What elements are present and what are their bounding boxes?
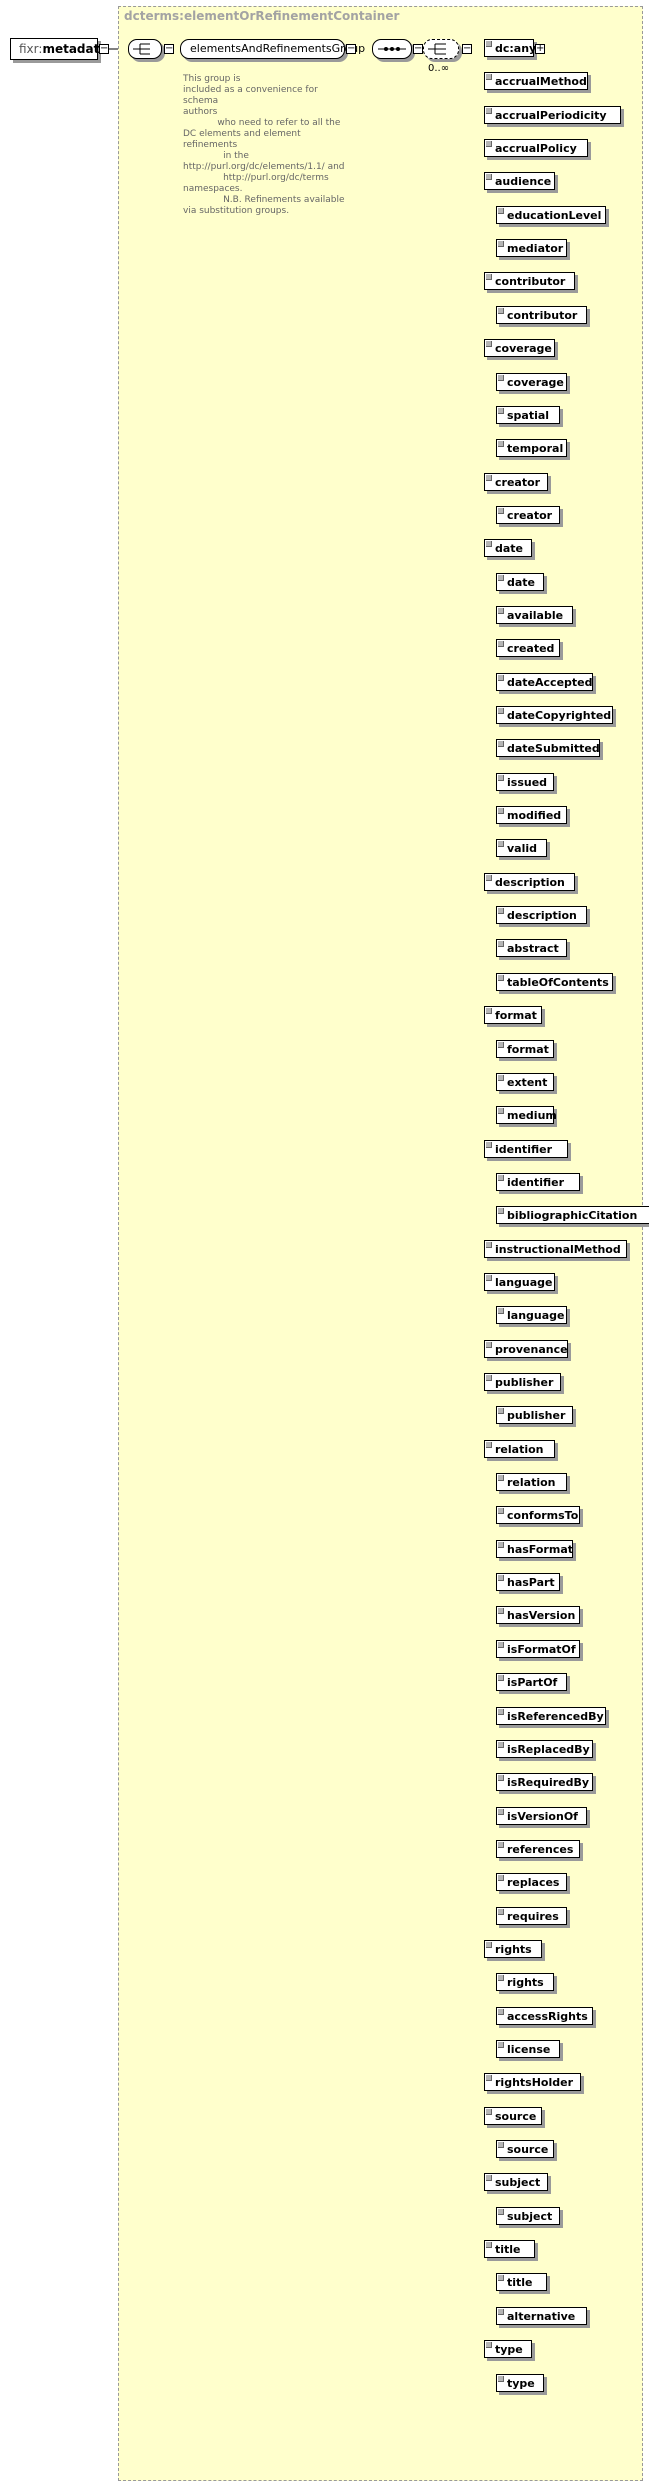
root-element-prefix: fixr: — [19, 42, 43, 56]
element-description[interactable]: description — [484, 872, 575, 891]
elements-and-refinements-group[interactable]: elementsAndRefinementsGroup — [180, 39, 365, 59]
member-replaces[interactable]: replaces — [496, 1873, 567, 1892]
member-license[interactable]: license — [496, 2040, 560, 2058]
member-valid[interactable]: valid — [496, 839, 547, 858]
group-expand-icon[interactable]: − — [346, 43, 356, 54]
member-available[interactable]: available — [496, 605, 573, 624]
member-is-replaced-by[interactable]: isReplacedBy — [496, 1739, 593, 1758]
root-element[interactable]: fixr:metadata — [10, 38, 107, 60]
element-accrual-policy[interactable]: accrualPolicy — [484, 139, 588, 158]
choice-expand-icon[interactable]: − — [462, 43, 472, 54]
member-description[interactable]: description — [496, 906, 587, 925]
member-identifier[interactable]: identifier — [496, 1172, 580, 1191]
element-instructional-method[interactable]: instructionalMethod — [484, 1239, 627, 1258]
member-spatial[interactable]: spatial — [496, 405, 560, 424]
member-requires[interactable]: requires — [496, 1906, 567, 1925]
element-subject[interactable]: subject — [484, 2173, 548, 2192]
member-date-accepted[interactable]: dateAccepted — [496, 672, 593, 691]
member-publisher[interactable]: publisher — [496, 1406, 573, 1425]
member-date-copyrighted[interactable]: dateCopyrighted — [496, 706, 613, 724]
element-provenance[interactable]: provenance — [484, 1339, 568, 1358]
member-bibliographic-citation[interactable]: bibliographicCitation — [496, 1206, 649, 1225]
element-creator[interactable]: creator — [484, 472, 548, 491]
member-date-submitted[interactable]: dateSubmitted — [496, 739, 600, 758]
member-date[interactable]: date — [496, 572, 544, 591]
element-coverage[interactable]: coverage — [484, 339, 555, 358]
compositor-expand-icon[interactable]: − — [164, 43, 174, 54]
member-created[interactable]: created — [496, 639, 560, 658]
element-publisher[interactable]: publisher — [484, 1373, 561, 1391]
element-type[interactable]: type — [484, 2340, 532, 2359]
member-table-of-contents[interactable]: tableOfContents — [496, 972, 613, 991]
member-education-level[interactable]: educationLevel — [496, 205, 606, 224]
element-rights[interactable]: rights — [484, 1939, 542, 1958]
member-references[interactable]: references — [496, 1839, 580, 1858]
element-contributor[interactable]: contributor — [484, 272, 575, 291]
member-is-referenced-by[interactable]: isReferencedBy — [496, 1706, 606, 1725]
member-relation[interactable]: relation — [496, 1473, 567, 1492]
member-has-format[interactable]: hasFormat — [496, 1539, 573, 1558]
element-source[interactable]: source — [484, 2106, 542, 2125]
member-title[interactable]: title — [496, 2273, 547, 2292]
element-accrual-periodicity[interactable]: accrualPeriodicity — [484, 105, 621, 124]
member-abstract[interactable]: abstract — [496, 939, 567, 958]
member-alternative[interactable]: alternative — [496, 2306, 587, 2325]
member-is-required-by[interactable]: isRequiredBy — [496, 1773, 593, 1792]
element-rights-holder[interactable]: rightsHolder — [484, 2073, 581, 2092]
member-medium[interactable]: medium — [496, 1106, 557, 1125]
choice-cardinality: 0..∞ — [428, 63, 450, 74]
element-accrual-method[interactable]: accrualMethod — [484, 72, 588, 91]
member-language[interactable]: language — [496, 1306, 567, 1325]
container-title: dcterms:elementOrRefinementContainer — [124, 9, 400, 23]
member-contributor[interactable]: contributor — [496, 305, 587, 324]
sequence-expand-icon[interactable]: − — [413, 43, 423, 54]
sequence-compositor — [128, 39, 162, 59]
element-date[interactable]: date — [484, 539, 532, 558]
member-conforms-to[interactable]: conformsTo — [496, 1506, 580, 1525]
member-has-part[interactable]: hasPart — [496, 1573, 560, 1592]
element-format[interactable]: format — [484, 1006, 542, 1025]
element-audience[interactable]: audience — [484, 172, 555, 191]
documentation-note: This group is included as a convenience … — [183, 74, 345, 216]
member-temporal[interactable]: temporal — [496, 439, 567, 458]
member-coverage[interactable]: coverage — [496, 372, 567, 391]
member-is-version-of[interactable]: isVersionOf — [496, 1806, 587, 1825]
member-issued[interactable]: issued — [496, 772, 554, 791]
member-creator[interactable]: creator — [496, 505, 560, 524]
group-name: elementsAndRefinementsGroup — [190, 42, 366, 55]
element-relation[interactable]: relation — [484, 1439, 555, 1458]
choice-compositor — [423, 39, 459, 59]
member-extent[interactable]: extent — [496, 1072, 554, 1091]
member-mediator[interactable]: mediator — [496, 239, 567, 258]
member-source[interactable]: source — [496, 2140, 554, 2159]
element-title[interactable]: title — [484, 2240, 535, 2259]
root-element-name: metadata — [42, 42, 108, 56]
member-is-part-of[interactable]: isPartOf — [496, 1673, 567, 1692]
member-access-rights[interactable]: accessRights — [496, 2006, 593, 2025]
choice-icon — [133, 43, 150, 55]
member-has-version[interactable]: hasVersion — [496, 1606, 580, 1625]
any-element[interactable]: dc:any — [484, 39, 536, 57]
member-is-format-of[interactable]: isFormatOf — [496, 1639, 580, 1658]
choice-icon — [428, 43, 446, 55]
any-expand-icon[interactable]: + — [535, 43, 545, 54]
member-format[interactable]: format — [496, 1039, 554, 1058]
element-language[interactable]: language — [484, 1272, 555, 1291]
root-expand-icon[interactable]: − — [99, 43, 109, 54]
member-modified[interactable]: modified — [496, 806, 567, 825]
sequence-icon — [372, 39, 412, 59]
member-rights[interactable]: rights — [496, 1973, 554, 1992]
element-identifier[interactable]: identifier — [484, 1139, 568, 1158]
member-subject[interactable]: subject — [496, 2206, 560, 2225]
member-type[interactable]: type — [496, 2373, 544, 2392]
